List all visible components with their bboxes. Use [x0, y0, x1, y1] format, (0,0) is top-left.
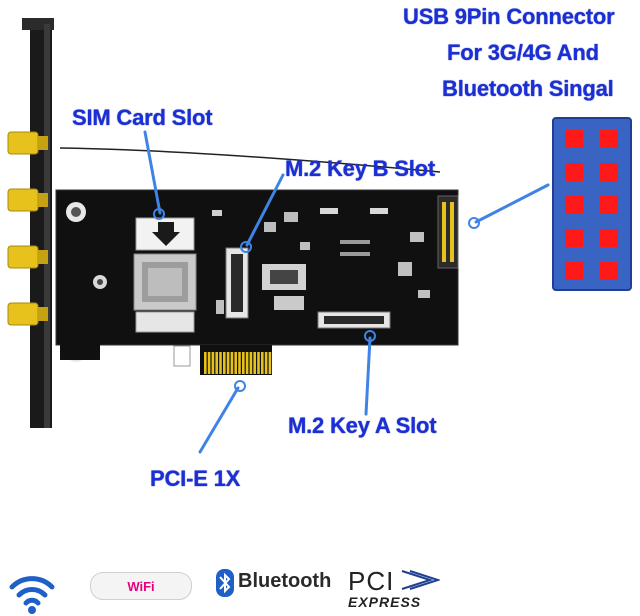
usb-pin — [565, 163, 583, 181]
usb-pin — [600, 262, 618, 280]
pointer-sim — [143, 130, 162, 215]
pointer-pcie — [198, 386, 240, 454]
gold-finger — [230, 352, 234, 374]
gold-finger — [242, 352, 245, 374]
gold-finger — [238, 352, 241, 374]
wifi-badge: WiFi — [90, 572, 192, 600]
gold-finger — [207, 352, 211, 374]
pcie-1x-label: PCI-E 1X — [150, 466, 241, 491]
gold-finger — [219, 352, 222, 374]
gold-finger — [268, 352, 272, 374]
m2-key-a-label: M.2 Key A Slot — [288, 413, 437, 438]
usb-connector-label-line2: For 3G/4G And — [447, 40, 599, 65]
usb-pin — [600, 130, 618, 148]
pointer-usb — [474, 183, 550, 224]
gold-finger — [264, 352, 268, 374]
m2-key-a-connector — [317, 311, 391, 329]
antenna-cable — [59, 147, 441, 173]
antenna-connectors — [7, 131, 48, 326]
gold-finger — [215, 352, 218, 374]
sim-card-slot-label: SIM Card Slot — [72, 105, 213, 130]
usb-pin — [565, 130, 583, 148]
gold-finger — [253, 352, 256, 374]
gold-finger — [249, 352, 253, 374]
metal-bracket — [22, 18, 54, 428]
pcb-components — [212, 208, 430, 314]
gold-finger — [261, 352, 264, 374]
pointer-m2b — [245, 173, 285, 247]
usb-pin — [565, 262, 583, 280]
pointer-lines — [143, 130, 550, 454]
gold-finger — [226, 352, 230, 374]
gold-finger — [234, 352, 237, 374]
gold-finger — [204, 352, 207, 374]
gold-finger — [245, 352, 249, 374]
pointer-m2a — [364, 336, 372, 416]
pcie-gold-fingers — [204, 352, 272, 374]
gold-finger — [223, 352, 226, 374]
wifi-icon — [9, 576, 55, 614]
gold-finger — [211, 352, 215, 374]
usb-pin — [600, 229, 618, 247]
usb-pin — [565, 229, 583, 247]
m2-key-b-label: M.2 Key B Slot — [285, 156, 436, 181]
usb-pin-diagram — [552, 117, 632, 291]
express-logo-text: EXPRESS — [348, 594, 422, 610]
usb-connector-label-line1: USB 9Pin Connector — [403, 4, 615, 29]
m2-key-b-connector — [225, 247, 249, 319]
pcb-board — [55, 189, 459, 375]
usb-pin — [600, 196, 618, 214]
usb-pin — [600, 163, 618, 181]
usb-connector-label-line3: Bluetooth Singal — [442, 76, 614, 101]
gold-finger — [257, 352, 260, 374]
sim-card-slot — [133, 217, 197, 333]
bluetooth-icon — [216, 569, 234, 597]
pci-logo-text: PCI — [348, 566, 395, 596]
bluetooth-logo-text: Bluetooth — [238, 570, 332, 592]
usb-pin — [565, 196, 583, 214]
pci-express-arrow-icon — [401, 570, 440, 590]
usb-header-on-board — [437, 195, 459, 269]
logo-row — [0, 555, 640, 616]
